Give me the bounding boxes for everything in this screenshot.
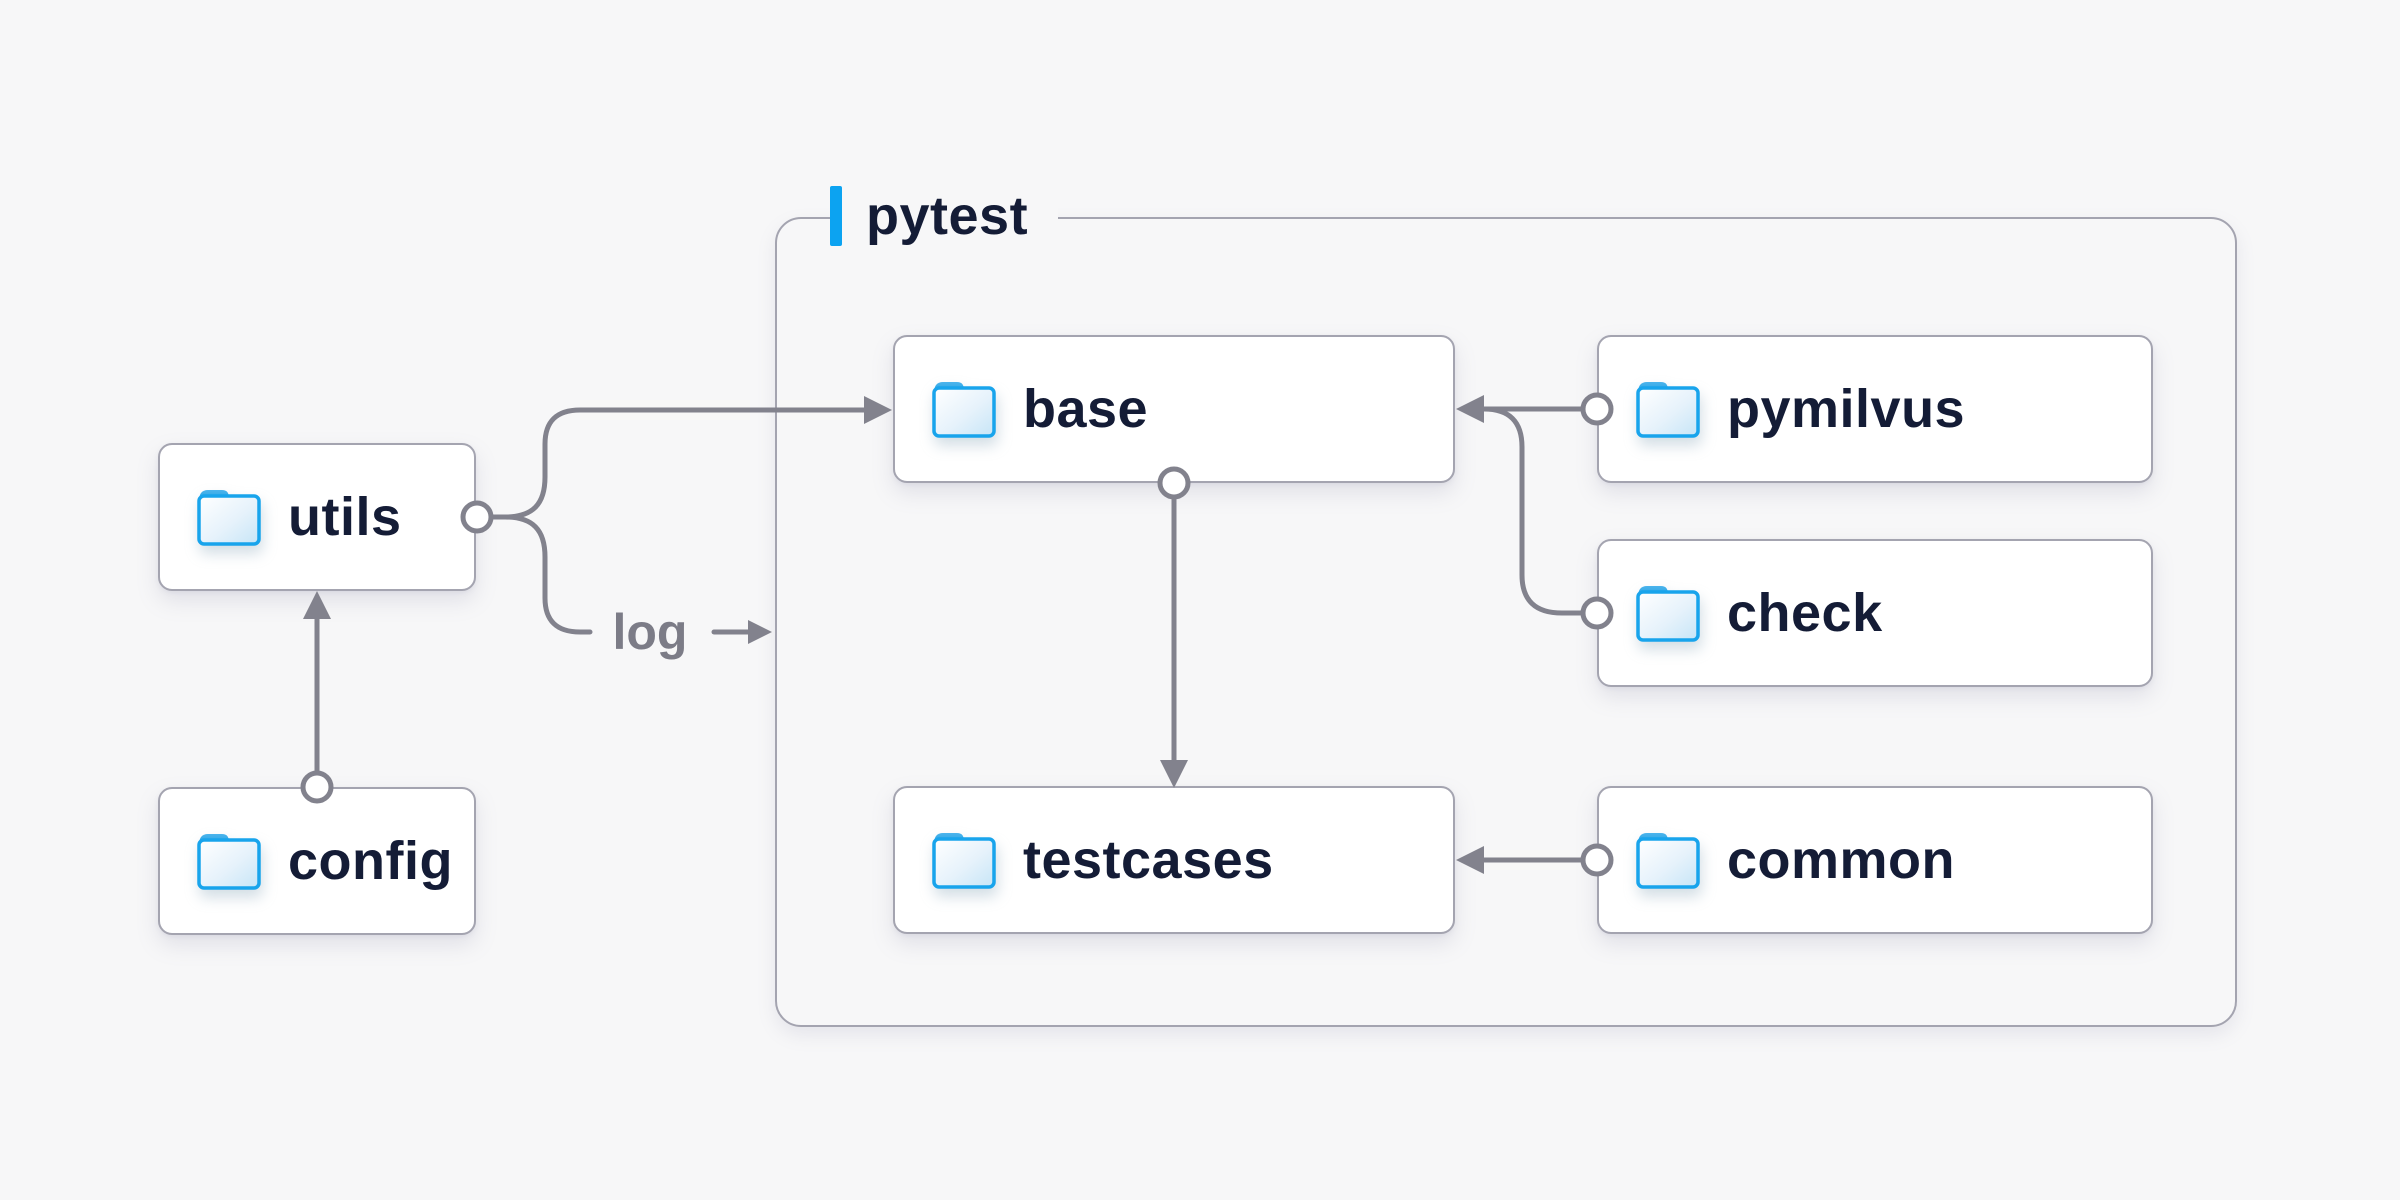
node-utils: utils — [158, 443, 476, 591]
node-testcases-label: testcases — [1023, 830, 1274, 890]
node-base-label: base — [1023, 379, 1149, 439]
folder-icon — [1636, 382, 1700, 438]
pytest-group-label: pytest — [830, 185, 1059, 247]
node-common: common — [1597, 786, 2153, 934]
node-pymilvus-label: pymilvus — [1727, 379, 1966, 439]
node-config: config — [158, 787, 476, 935]
folder-icon — [1636, 833, 1700, 889]
node-config-label: config — [288, 831, 453, 891]
folder-icon — [932, 382, 996, 438]
node-check: check — [1597, 539, 2153, 687]
node-testcases: testcases — [893, 786, 1455, 934]
accent-bar — [830, 186, 842, 246]
node-pymilvus: pymilvus — [1597, 335, 2153, 483]
pytest-group-container — [775, 217, 2237, 1027]
pytest-group-title: pytest — [866, 186, 1029, 246]
node-check-label: check — [1727, 583, 1883, 643]
node-utils-label: utils — [288, 487, 402, 547]
edge-utils-log — [489, 514, 593, 635]
folder-icon — [1636, 586, 1700, 642]
node-common-label: common — [1727, 830, 1956, 890]
log-label: log — [613, 604, 688, 660]
folder-icon — [197, 490, 261, 546]
folder-icon — [197, 834, 261, 890]
folder-icon — [932, 833, 996, 889]
node-base: base — [893, 335, 1455, 483]
arrowhead-up-utils — [303, 591, 331, 619]
arrowhead-right-log — [748, 620, 772, 644]
